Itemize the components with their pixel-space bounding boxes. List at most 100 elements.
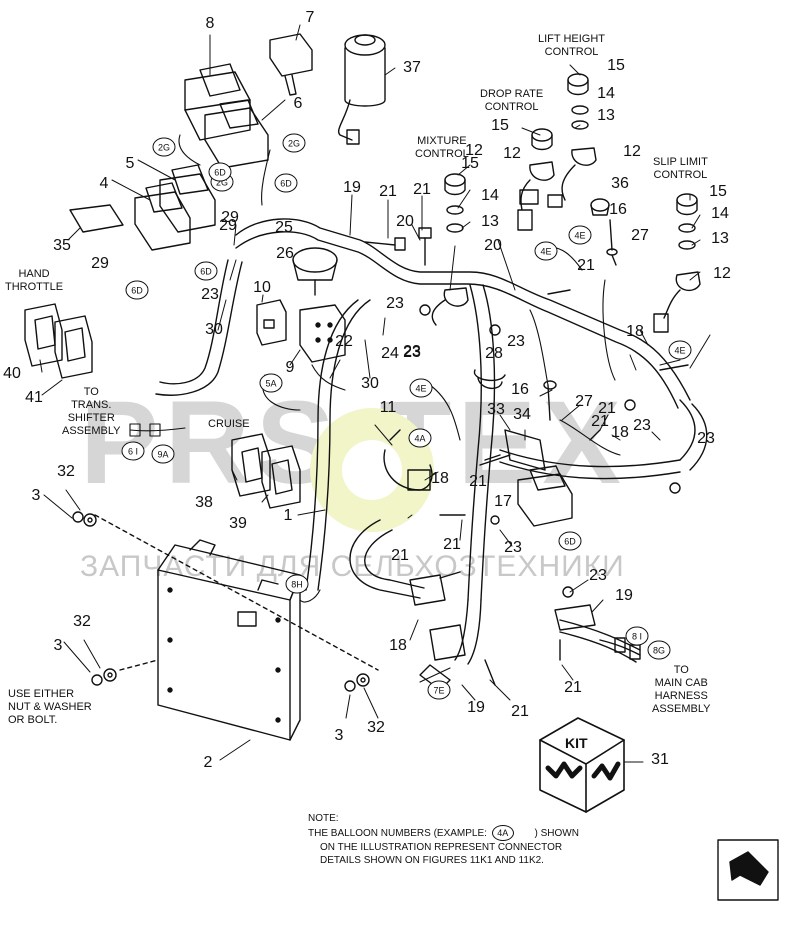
caption-hand-throttle: HAND THROTTLE <box>5 268 64 293</box>
callout-21: 21 <box>413 181 431 198</box>
balloon-label: 4A <box>414 434 425 444</box>
connector-balloon-5a: 5A <box>259 373 283 393</box>
callout-17: 17 <box>494 493 512 510</box>
balloon-label: 6D <box>280 179 292 189</box>
balloon-label: 6D <box>564 537 576 547</box>
balloon-label: 2G <box>216 178 228 188</box>
connector-balloon-4e: 4E <box>409 378 433 398</box>
rocker-switch-8 <box>184 63 251 141</box>
callout-18: 18 <box>626 323 644 340</box>
part-18-bracket-lower <box>409 574 466 691</box>
exit-arrow-box <box>717 839 779 901</box>
nuts-23 <box>419 304 681 598</box>
callout-18: 18 <box>611 424 629 441</box>
caption-to-main-cab: TO MAIN CAB HARNESS ASSEMBLY <box>652 664 711 715</box>
callout-13: 13 <box>597 107 615 124</box>
part-37-connectors <box>519 189 563 208</box>
connector-balloon-4a: 4A <box>408 428 432 448</box>
balloon-label: 5A <box>265 379 276 389</box>
callout-21: 21 <box>598 400 616 417</box>
key-switch-37 <box>338 34 386 145</box>
switch-blank-35 <box>69 204 124 233</box>
callout-36: 36 <box>611 175 629 192</box>
connector-balloon-4e: 4E <box>568 225 592 245</box>
rocker-switch-4 <box>134 182 191 251</box>
callout-23: 23 <box>697 430 715 447</box>
balloon-label: 8 I <box>632 632 642 642</box>
part-10-block <box>256 299 287 346</box>
callout-37: 37 <box>403 59 421 76</box>
callout-41: 41 <box>25 389 43 406</box>
callout-8: 8 <box>206 15 215 32</box>
connector-balloon-6d: 6D <box>558 531 582 551</box>
callout-1: 1 <box>284 507 293 524</box>
rocker-switch-5 <box>159 164 216 233</box>
balloon-label: 2G <box>158 143 170 153</box>
kit-label: KIT <box>565 735 588 751</box>
hand-throttle-switch-41 <box>54 315 93 379</box>
callout-9: 9 <box>286 359 295 376</box>
connector-balloon-8h: 8H <box>285 574 309 594</box>
note-example-balloon: 4A <box>491 825 514 841</box>
caption-to-trans: TO TRANS. SHIFTER ASSEMBLY <box>62 386 121 437</box>
knob-lift-height <box>561 73 597 201</box>
part-28-clamp <box>473 369 506 389</box>
callout-19: 19 <box>615 587 633 604</box>
balloon-label: 6D <box>200 267 212 277</box>
rocker-switch-6 <box>204 99 269 169</box>
balloon-label: 2G <box>288 139 300 149</box>
connector-balloon-8i: 8 I <box>625 626 649 646</box>
connector-balloon-2g: 2G <box>282 133 306 153</box>
caption-slip-limit: SLIP LIMIT CONTROL <box>653 156 708 181</box>
caption-mixture: MIXTURE CONTROL <box>415 135 469 160</box>
callout-3: 3 <box>54 637 63 654</box>
part-25-dome <box>292 247 338 296</box>
control-module-2 <box>94 514 379 741</box>
callout-32: 32 <box>57 463 75 480</box>
callout-21: 21 <box>511 703 529 720</box>
balloon-label: 8H <box>291 580 303 590</box>
callout-23: 23 <box>403 344 421 361</box>
callout-14: 14 <box>711 205 729 222</box>
callout-12: 12 <box>503 145 521 162</box>
callout-21: 21 <box>577 257 595 274</box>
balloon-label: 6D <box>214 168 226 178</box>
callout-29: 29 <box>91 255 109 272</box>
callout-32: 32 <box>367 719 385 736</box>
callout-33: 33 <box>487 401 505 418</box>
callout-27: 27 <box>575 393 593 410</box>
callout-22: 22 <box>335 333 353 350</box>
push-switch-7 <box>269 33 313 96</box>
callout-19: 19 <box>343 179 361 196</box>
knob-mixture <box>431 173 469 326</box>
callout-11: 11 <box>380 399 397 416</box>
callout-40: 40 <box>3 365 21 382</box>
callout-26: 26 <box>276 245 294 262</box>
cruise-switch-39 <box>261 445 301 509</box>
caption-cruise: CRUISE <box>208 418 250 430</box>
rocker-switch-17 <box>517 465 573 527</box>
callout-27: 27 <box>631 227 649 244</box>
callout-32: 32 <box>73 613 91 630</box>
knob-slip-limit <box>653 193 701 333</box>
balloon-label: 6 I <box>128 447 138 457</box>
callout-14: 14 <box>597 85 615 102</box>
callout-24: 24 <box>381 345 399 362</box>
callout-4: 4 <box>100 175 109 192</box>
callout-28: 28 <box>485 345 503 362</box>
callout-16: 16 <box>511 381 529 398</box>
callout-15: 15 <box>491 117 509 134</box>
callout-38: 38 <box>195 494 213 511</box>
callout-2: 2 <box>204 754 213 771</box>
callout-16: 16 <box>609 201 627 218</box>
callout-23: 23 <box>386 295 404 312</box>
callout-21: 21 <box>564 679 582 696</box>
connector-balloon-7e: 7E <box>427 680 451 700</box>
bolts-21 <box>364 227 689 686</box>
connector-balloon-6d: 6D <box>125 280 149 300</box>
kit-cube-31 <box>539 717 625 813</box>
callout-12: 12 <box>465 142 483 159</box>
callout-21: 21 <box>591 413 609 430</box>
